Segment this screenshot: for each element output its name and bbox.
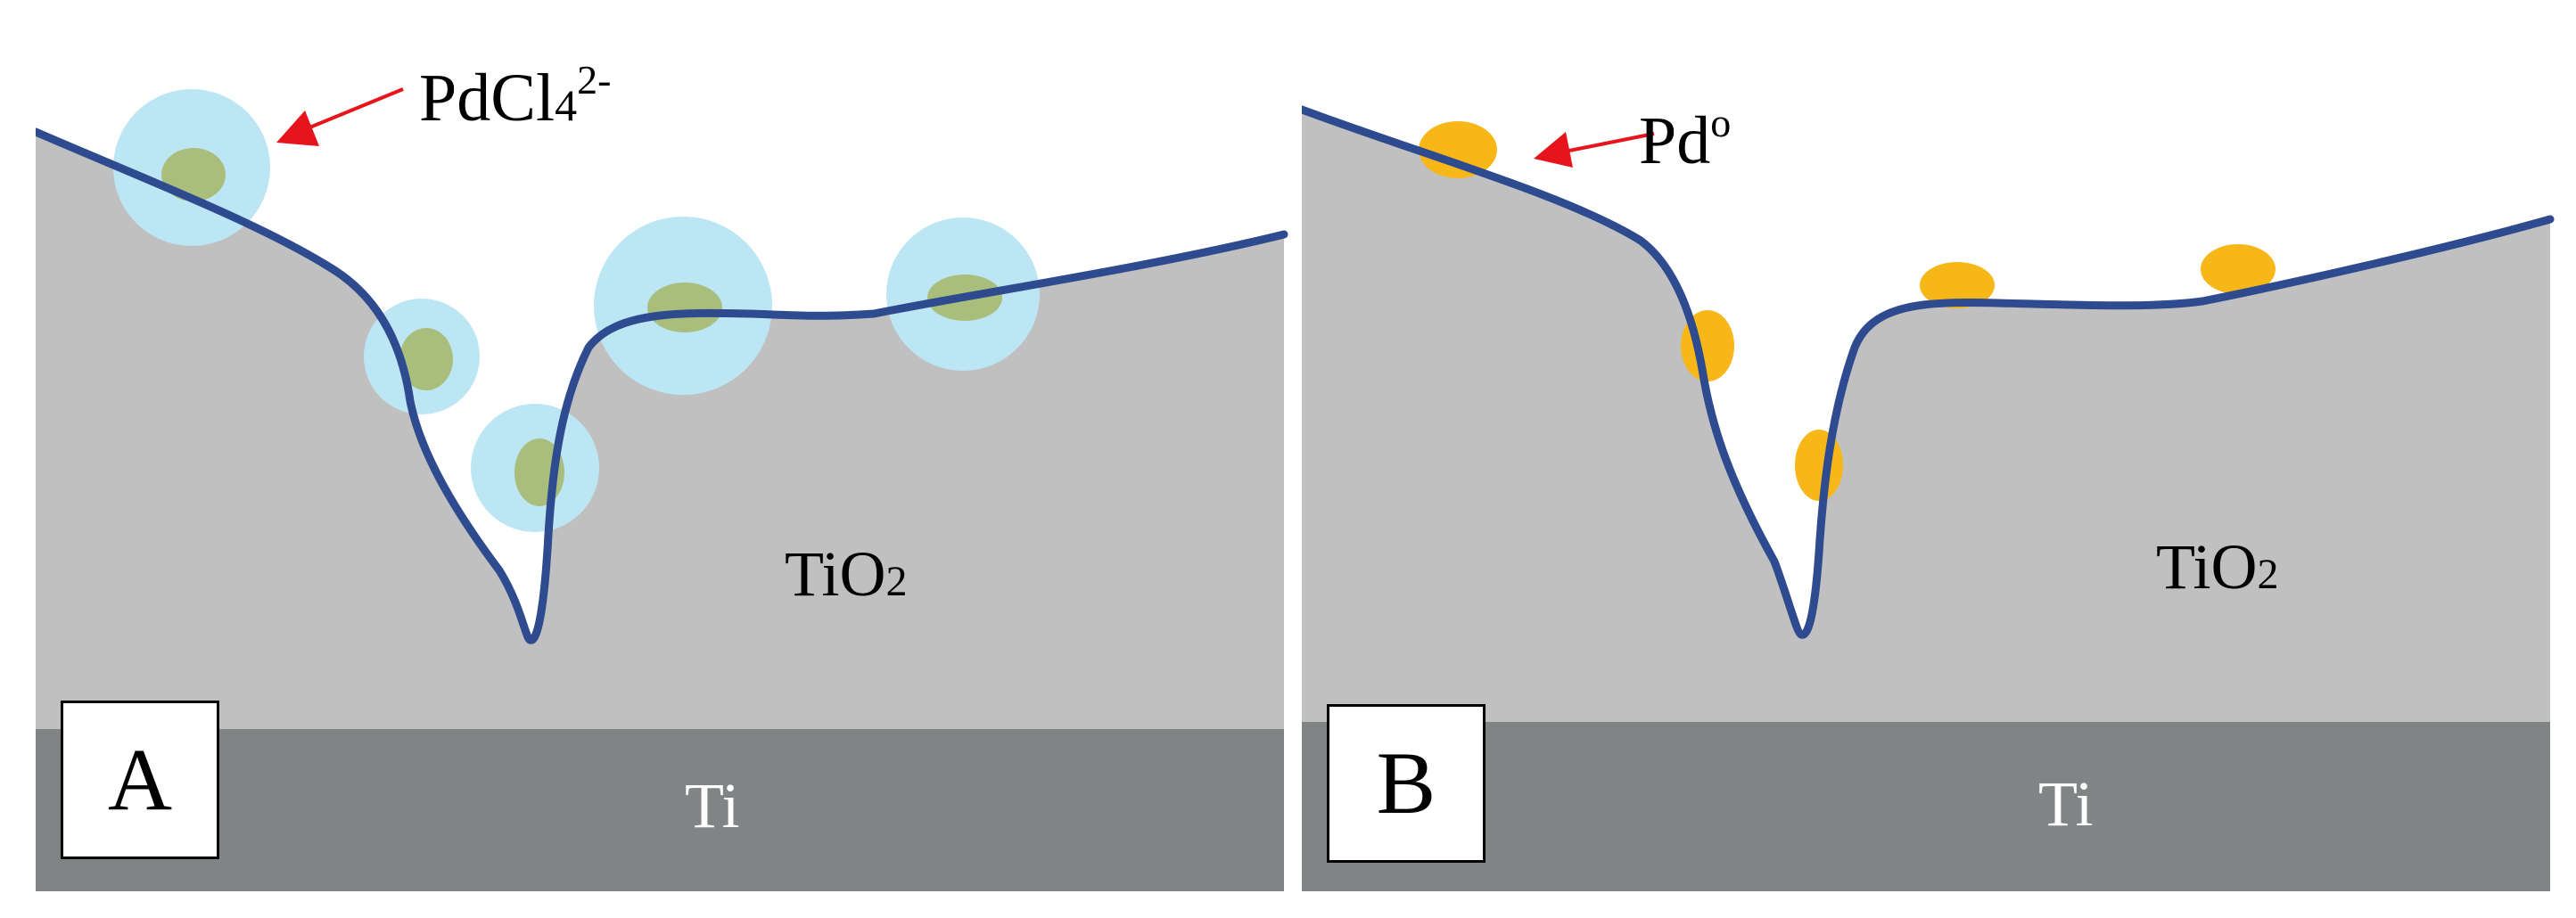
pdcl4-complex-core: [647, 283, 722, 332]
pointer-arrow-head: [1534, 132, 1573, 168]
surface-profile-line: [1302, 105, 2555, 639]
pdcl4-complex-core: [399, 328, 453, 390]
pointer-label: PdCl42-: [419, 60, 611, 135]
panel-b-diagram: [1302, 105, 2555, 891]
substrate-label: Ti: [2038, 768, 2094, 840]
pointer-label: Pdo: [1639, 102, 1731, 176]
titanium-substrate: [1302, 722, 2550, 891]
oxide-label: TiO2: [2156, 535, 2278, 599]
panel-letter: A: [61, 701, 219, 859]
panel-b: Pdo TiO2 Ti B: [1302, 0, 2568, 918]
pointer-label-superscript: 2-: [577, 57, 612, 102]
pd-nanoparticle: [1795, 430, 1843, 501]
oxide-label-subscript: 2: [885, 558, 908, 605]
pointer-arrow-shaft: [302, 87, 404, 132]
pd-nanoparticle: [1920, 262, 1995, 308]
surface-profile-line: [36, 127, 1288, 644]
titanium-substrate: [36, 729, 1284, 891]
oxide-label-subscript: 2: [2257, 551, 2279, 598]
pointer-label-base: PdCl: [419, 61, 556, 135]
tio2-oxide-layer: [1302, 110, 2550, 722]
oxide-label-base: TiO: [785, 538, 886, 610]
pd-nanoparticle: [1419, 121, 1497, 178]
substrate-label: Ti: [685, 770, 740, 841]
panel-a: PdCl42- TiO2 Ti A: [36, 0, 1302, 918]
pointer-arrow-shaft: [1564, 132, 1655, 153]
pointer-label-subscript: 4: [555, 80, 578, 130]
pointer-label-base: Pd: [1639, 103, 1711, 178]
pointer-arrow-head: [276, 111, 319, 146]
pd-nanoparticle: [2201, 244, 2276, 294]
pointer-label-superscript: o: [1710, 100, 1732, 145]
oxide-label-base: TiO: [2156, 531, 2258, 602]
panel-letter: B: [1327, 704, 1486, 863]
panel-a-diagram: [36, 87, 1288, 891]
oxide-label: TiO2: [785, 542, 907, 606]
